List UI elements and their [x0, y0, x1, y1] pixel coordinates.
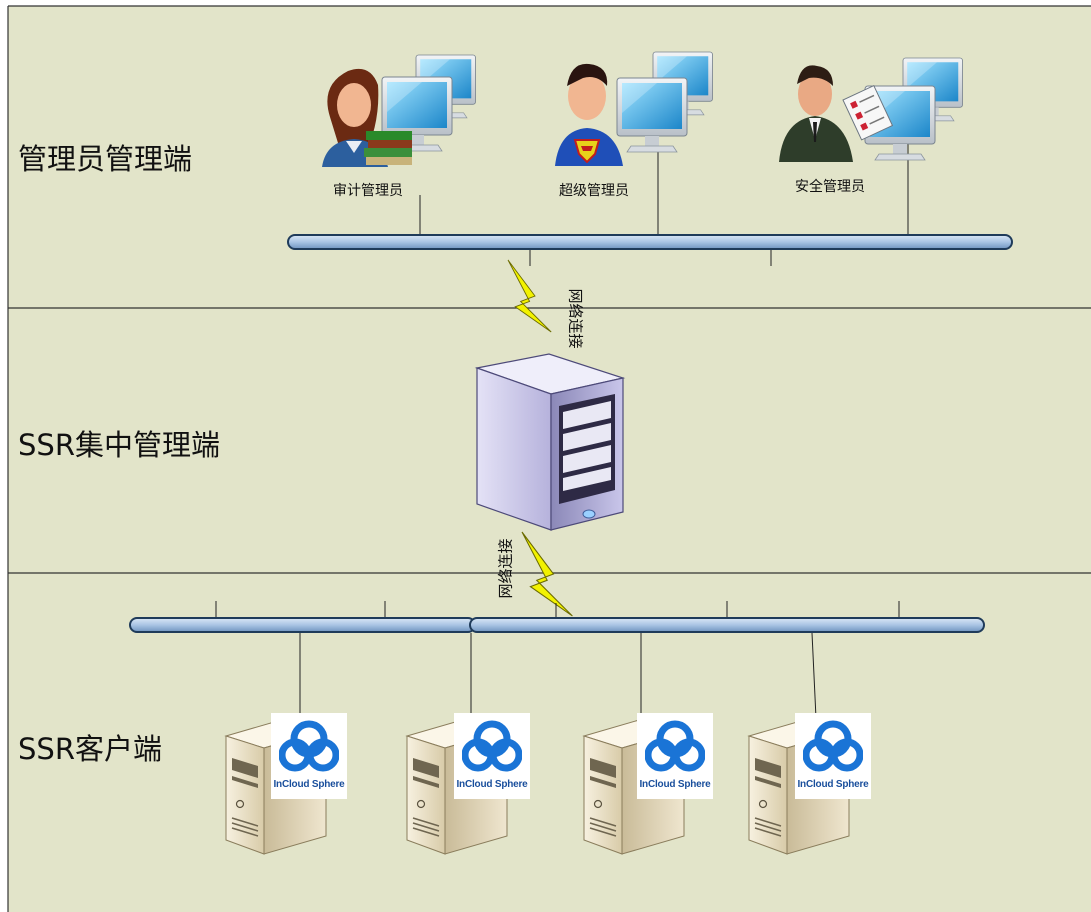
incloud-sphere-logo: InCloud Sphere	[637, 713, 713, 799]
super-admin-icon	[555, 51, 713, 166]
incloud-sphere-logo: InCloud Sphere	[271, 713, 347, 799]
admin-label-security: 安全管理员	[795, 179, 865, 195]
tier-label-admin: 管理员管理端	[18, 142, 193, 176]
cloud-logo-icon	[279, 720, 339, 772]
central-server-icon	[474, 353, 626, 531]
security-admin-icon	[779, 57, 963, 162]
admin-bus	[287, 234, 1013, 250]
link-label-top: 网络连接	[566, 288, 585, 349]
incloud-sphere-logo: InCloud Sphere	[795, 713, 871, 799]
audit-admin-icon	[322, 54, 476, 167]
tier-label-client: SSR客户端	[18, 732, 162, 766]
tier-label-central: SSR集中管理端	[18, 428, 220, 462]
incloud-sphere-logo: InCloud Sphere	[454, 713, 530, 799]
client-bus-left	[129, 617, 476, 633]
admin-label-super: 超级管理员	[559, 183, 629, 199]
link-label-bottom: 网络连接	[496, 538, 515, 599]
brand-text: InCloud Sphere	[273, 779, 345, 790]
client-bus-right	[469, 617, 985, 633]
cloud-logo-icon	[645, 720, 705, 772]
client-drop-line	[811, 632, 817, 719]
brand-text: InCloud Sphere	[797, 779, 869, 790]
brand-text: InCloud Sphere	[456, 779, 528, 790]
admin-label-audit: 审计管理员	[333, 183, 403, 199]
brand-text: InCloud Sphere	[639, 779, 711, 790]
cloud-logo-icon	[803, 720, 863, 772]
cloud-logo-icon	[462, 720, 522, 772]
